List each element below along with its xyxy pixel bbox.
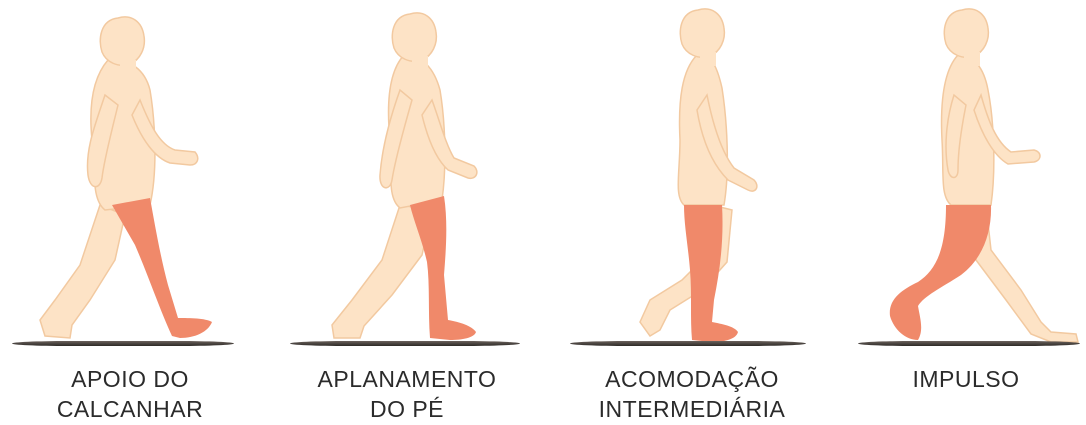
ground-line (858, 341, 1080, 346)
phase-label-line2: DO PÉ (282, 394, 532, 424)
phase-label-foot-flat: APLANAMENTO DO PÉ (282, 364, 532, 424)
phase-panel-heel-strike: APOIO DO CALCANHAR (0, 0, 260, 425)
phase-label-midstance: ACOMODAÇÃO INTERMEDIÁRIA (562, 364, 822, 424)
child-figure-heel-strike (0, 0, 260, 345)
ground-line (12, 341, 234, 346)
ground-line (570, 341, 806, 346)
child-figure-push-off (846, 0, 1086, 345)
phase-panel-midstance: ACOMODAÇÃO INTERMEDIÁRIA (562, 0, 822, 425)
phase-label-line1: APLANAMENTO (282, 364, 532, 394)
phase-panel-push-off: IMPULSO (846, 0, 1086, 425)
phase-label-push-off: IMPULSO (846, 364, 1086, 394)
phase-panel-foot-flat: APLANAMENTO DO PÉ (282, 0, 532, 425)
phase-label-line1: IMPULSO (846, 364, 1086, 394)
phase-label-line2: CALCANHAR (0, 394, 260, 424)
ground-line (290, 341, 520, 346)
phase-label-heel-strike: APOIO DO CALCANHAR (0, 364, 260, 424)
child-figure-foot-flat (282, 0, 532, 345)
child-figure-midstance (562, 0, 822, 345)
phase-label-line1: ACOMODAÇÃO (562, 364, 822, 394)
phase-label-line2: INTERMEDIÁRIA (562, 394, 822, 424)
phase-label-line1: APOIO DO (0, 364, 260, 394)
